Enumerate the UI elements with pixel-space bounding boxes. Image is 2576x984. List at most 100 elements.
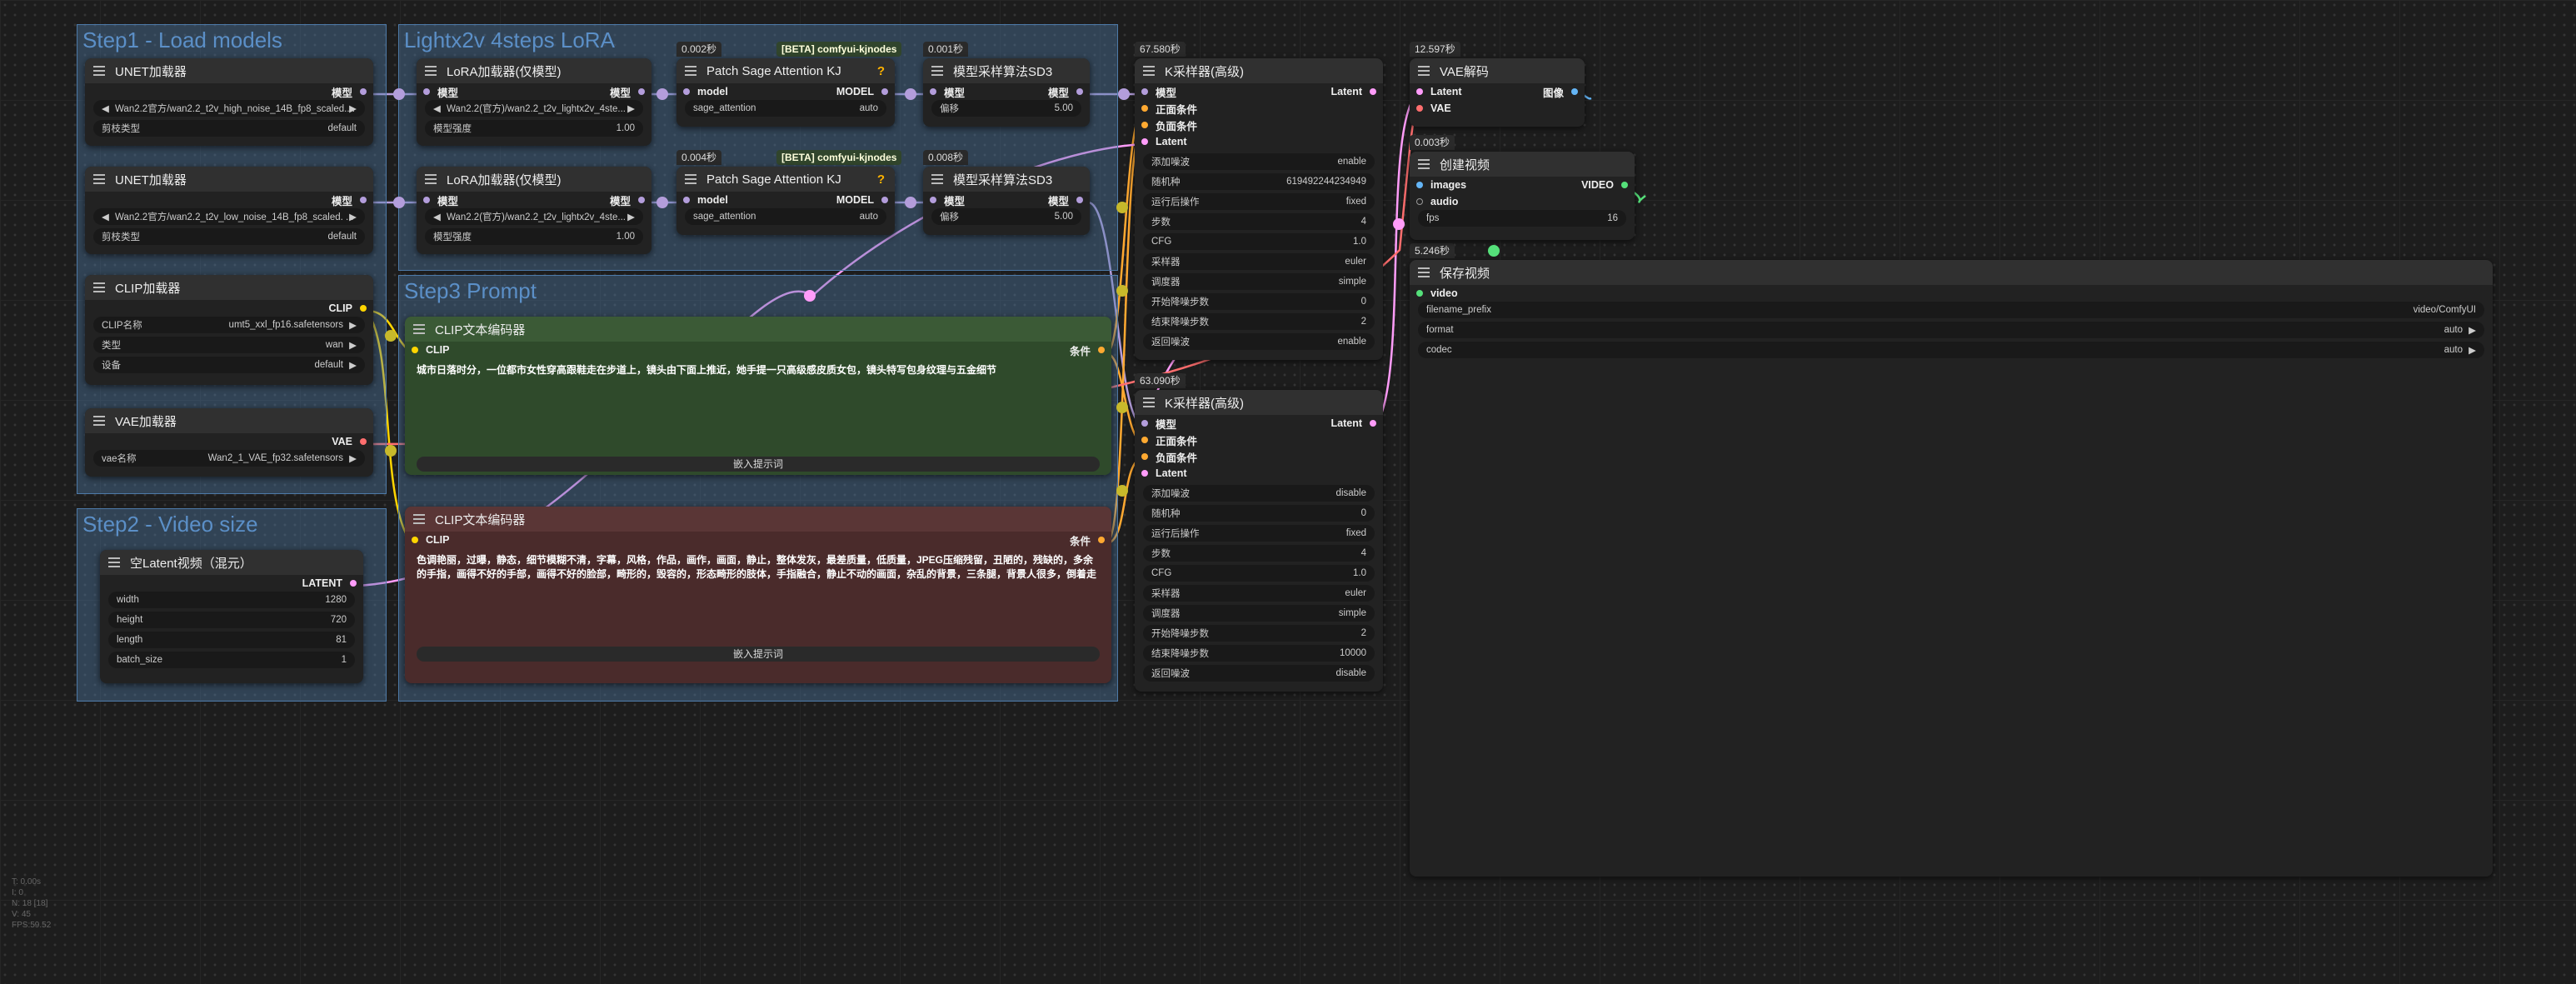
output-latent-dot[interactable] (1370, 88, 1376, 95)
embed-prompt-button[interactable]: 嵌入提示词 (417, 647, 1100, 662)
reroute-dot[interactable] (905, 88, 916, 100)
output-model-dot[interactable] (360, 88, 367, 95)
menu-icon[interactable] (425, 66, 437, 76)
menu-icon[interactable] (685, 174, 696, 184)
node-header[interactable]: VAE解码 (1410, 58, 1585, 83)
input-positive-dot[interactable] (1141, 437, 1148, 443)
unet-name-combo[interactable]: ◀Wan2.2官方/wan2.2_t2v_high_noise_14B_fp8_… (93, 100, 365, 117)
reroute-dot[interactable] (656, 88, 668, 100)
reroute-dot[interactable] (1488, 245, 1500, 257)
reroute-dot[interactable] (1116, 202, 1128, 213)
menu-icon[interactable] (93, 174, 105, 184)
reroute-dot[interactable] (656, 197, 668, 208)
output-conditioning-dot[interactable] (1098, 537, 1105, 543)
output-model-dot[interactable] (1076, 197, 1083, 203)
input-positive-dot[interactable] (1141, 105, 1148, 112)
help-icon[interactable]: ? (876, 172, 885, 187)
input-audio-dot[interactable] (1416, 198, 1423, 205)
output-conditioning-dot[interactable] (1098, 347, 1105, 353)
node-header[interactable]: 保存视频 (1410, 260, 2493, 285)
menu-icon[interactable] (1418, 267, 1430, 277)
menu-icon[interactable] (1418, 159, 1430, 169)
reroute-dot[interactable] (1116, 402, 1128, 413)
input-model-dot[interactable] (930, 197, 936, 203)
input-negative-dot[interactable] (1141, 453, 1148, 460)
right-arrow-icon[interactable]: ▶ (349, 212, 357, 222)
node-header[interactable]: CLIP加载器 (85, 275, 373, 300)
node-header[interactable]: 模型采样算法SD3 (923, 58, 1090, 83)
unet-name-combo[interactable]: ◀Wan2.2官方/wan2.2_t2v_low_noise_14B_fp8_s… (93, 208, 365, 225)
unet-loader-high[interactable]: UNET加载器 模型 ◀Wan2.2官方/wan2.2_t2v_high_noi… (85, 58, 373, 146)
right-arrow-icon[interactable]: ▶ (349, 361, 357, 371)
node-header[interactable]: 创建视频 (1410, 152, 1635, 177)
output-model-dot[interactable] (1076, 88, 1083, 95)
node-header[interactable]: UNET加载器 (85, 58, 373, 83)
menu-icon[interactable] (413, 324, 425, 334)
lora-loader-high[interactable]: LoRA加载器(仅模型) 模型模型 ◀Wan2.2(官方)/wan2.2_t2v… (417, 58, 651, 146)
input-latent-dot[interactable] (1141, 470, 1148, 477)
menu-icon[interactable] (931, 174, 943, 184)
menu-icon[interactable] (108, 557, 120, 567)
input-video-dot[interactable] (1416, 290, 1423, 297)
node-header[interactable]: UNET加载器 (85, 167, 373, 192)
reroute-dot[interactable] (1118, 88, 1130, 100)
output-clip-dot[interactable] (360, 305, 367, 312)
menu-icon[interactable] (425, 174, 437, 184)
help-icon[interactable]: ? (876, 63, 885, 78)
output-model-dot[interactable] (881, 88, 888, 95)
input-model-dot[interactable] (930, 88, 936, 95)
right-arrow-icon[interactable]: ▶ (349, 104, 357, 114)
node-header[interactable]: K采样器(高级) (1135, 58, 1383, 83)
positive-prompt-textarea[interactable]: 城市日落时分，一位都市女性穿高跟鞋走在步道上，镜头由下面上推近，她手提一只高级感… (417, 364, 997, 376)
menu-icon[interactable] (1143, 66, 1155, 76)
output-model-dot[interactable] (638, 197, 645, 203)
reroute-dot[interactable] (804, 290, 816, 302)
lora-name-combo[interactable]: ◀Wan2.2(官方)/wan2.2_t2v_lightx2v_4ste...▶ (425, 100, 643, 117)
input-model-dot[interactable] (683, 197, 690, 203)
input-images-dot[interactable] (1416, 182, 1423, 188)
lora-loader-low[interactable]: LoRA加载器(仅模型) 模型模型 ◀Wan2.2(官方)/wan2.2_t2v… (417, 167, 651, 254)
reroute-dot[interactable] (385, 330, 397, 342)
node-header[interactable]: VAE加载器 (85, 408, 373, 433)
input-clip-dot[interactable] (412, 537, 418, 543)
menu-icon[interactable] (685, 66, 696, 76)
input-latent-dot[interactable] (1416, 88, 1423, 95)
node-header[interactable]: K采样器(高级) (1135, 390, 1383, 415)
reroute-dot[interactable] (1393, 218, 1405, 230)
input-clip-dot[interactable] (412, 347, 418, 353)
reroute-dot[interactable] (1116, 485, 1128, 497)
node-header[interactable]: LoRA加载器(仅模型) (417, 167, 651, 192)
lora-name-combo[interactable]: ◀Wan2.2(官方)/wan2.2_t2v_lightx2v_4ste...▶ (425, 208, 643, 225)
input-model-dot[interactable] (683, 88, 690, 95)
output-model-dot[interactable] (638, 88, 645, 95)
